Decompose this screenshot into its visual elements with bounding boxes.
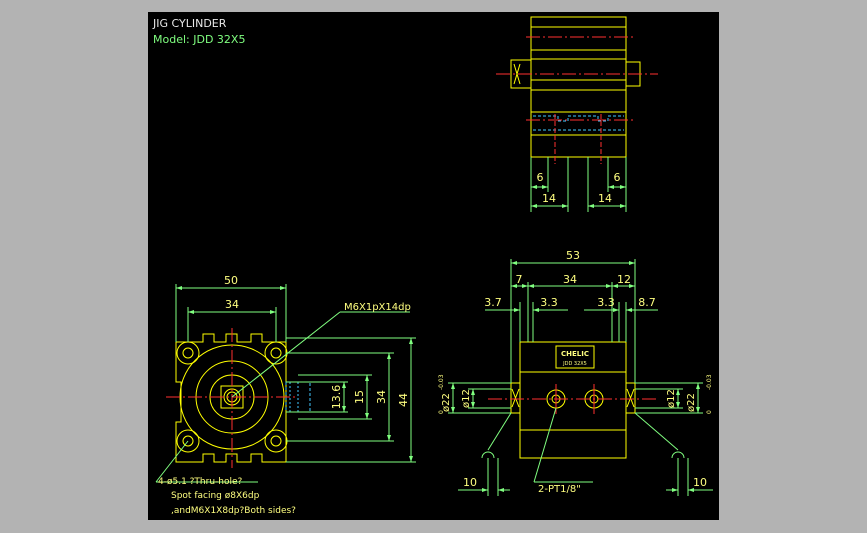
front-dim-15: 15 xyxy=(353,390,366,404)
side-dim-34: 34 xyxy=(563,273,577,286)
front-dim-34-horizontal: 34 xyxy=(225,298,239,311)
side-dim-7: 7 xyxy=(516,273,523,286)
front-dim-13-6: 13.6 xyxy=(330,385,343,410)
top-dim-6-left: 6 xyxy=(537,171,544,184)
side-dim-10-right: 10 xyxy=(693,476,707,489)
brand-plate-model: JDD 32X5 xyxy=(562,361,587,367)
side-tol-zero-right: 0 xyxy=(706,410,713,414)
drawing-title: JIG CYLINDER xyxy=(152,17,227,30)
hole-note-line-1: 4-ø5.1 ?Thru-hole? xyxy=(158,477,243,487)
side-tol-right: -0.03 xyxy=(706,374,713,390)
cad-drawing: JIG CYLINDER Model: JDD 32X5 6 6 14 xyxy=(152,16,713,516)
side-dim-53: 53 xyxy=(566,249,580,262)
side-tol-left: -0.03 xyxy=(438,374,445,390)
drawing-canvas: JIG CYLINDER Model: JDD 32X5 6 6 14 xyxy=(148,12,719,520)
front-view xyxy=(155,284,416,483)
top-dim-14-right: 14 xyxy=(598,192,612,205)
top-view xyxy=(496,16,658,212)
model-label: Model: JDD 32X5 xyxy=(153,33,245,46)
side-dim-3-7: 3.7 xyxy=(484,296,502,309)
top-dim-6-right: 6 xyxy=(614,171,621,184)
port-label: 2-PT1/8" xyxy=(538,484,581,495)
side-dim-8-7: 8.7 xyxy=(638,296,656,309)
side-tol-zero-left: 0 xyxy=(438,410,445,414)
thread-callout: M6X1pX14dp xyxy=(344,302,411,313)
hole-note-line-3: ,andM6X1X8dp?Both sides? xyxy=(171,506,296,516)
side-dim-12: 12 xyxy=(617,273,631,286)
side-dia-22-left: ø22 xyxy=(441,393,452,412)
front-dim-44: 44 xyxy=(397,393,410,407)
side-dia-22-right: ø22 xyxy=(686,393,697,412)
brand-plate-logo: CHELIC xyxy=(561,350,589,358)
front-dim-50: 50 xyxy=(224,274,238,287)
top-dim-14-left: 14 xyxy=(542,192,556,205)
front-dim-34-vertical: 34 xyxy=(375,390,388,404)
side-dim-3-3-right: 3.3 xyxy=(597,296,615,309)
side-dia-12-left: ø12 xyxy=(461,389,472,408)
hole-note-line-2: Spot facing ø8X6dp xyxy=(171,491,260,501)
side-dim-3-3-left: 3.3 xyxy=(540,296,558,309)
side-dia-12-right: ø12 xyxy=(666,389,677,408)
side-dim-10-left: 10 xyxy=(463,476,477,489)
side-view xyxy=(448,259,713,496)
